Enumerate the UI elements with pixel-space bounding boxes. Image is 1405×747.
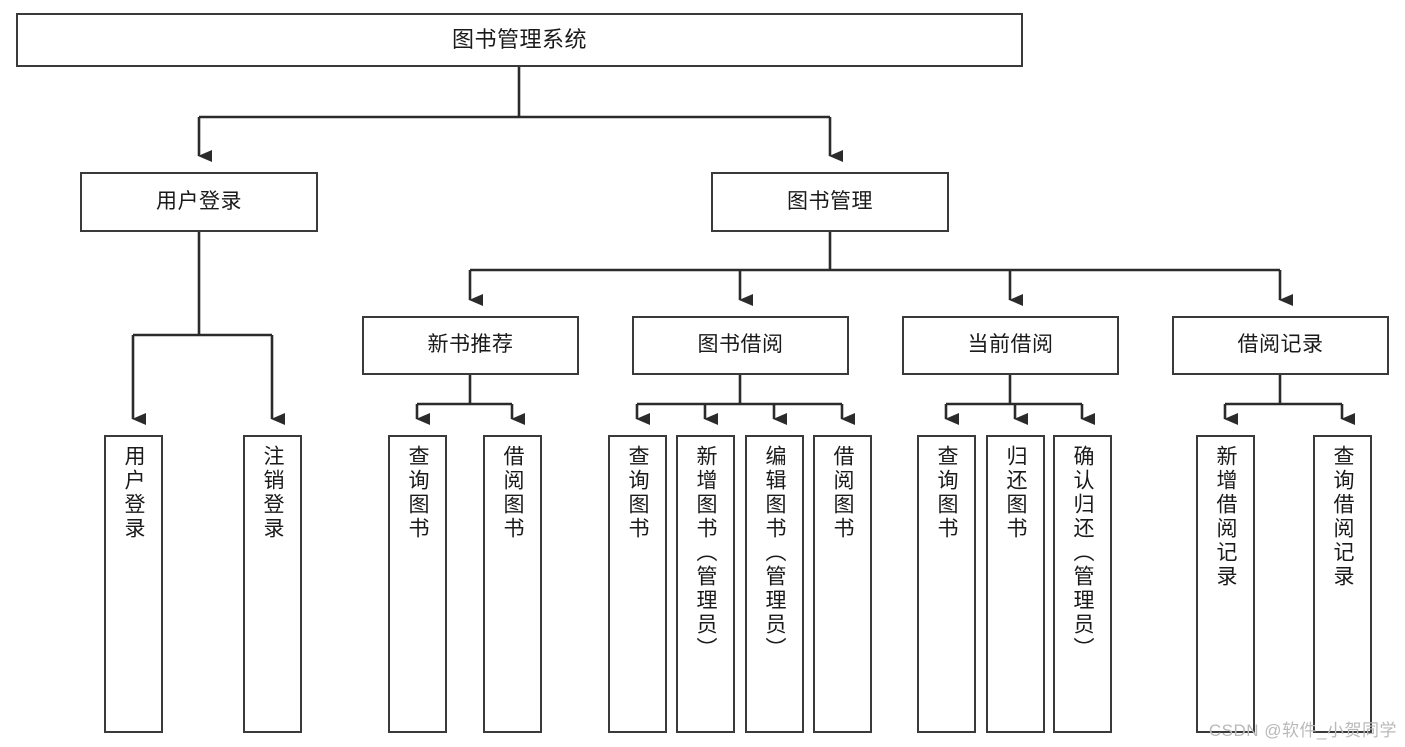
- node-user-login[interactable]: 用户登录: [80, 172, 318, 232]
- leaf-add-borrow-record[interactable]: 新增借阅记录: [1196, 435, 1255, 733]
- leaf-edit-book-admin[interactable]: 编辑图书（管理员）: [745, 435, 804, 733]
- node-label: 新增图书（管理员）: [694, 445, 717, 661]
- node-label: 新增借阅记录: [1214, 445, 1237, 589]
- node-label: 图书借阅: [697, 333, 784, 357]
- node-label: 查询借阅记录: [1331, 445, 1354, 589]
- node-new-book-recommendation[interactable]: 新书推荐: [362, 316, 579, 375]
- node-label: 用户登录: [122, 445, 145, 541]
- node-label: 查询图书: [626, 445, 649, 541]
- leaf-user-login[interactable]: 用户登录: [104, 435, 163, 733]
- leaf-query-book-current[interactable]: 查询图书: [917, 435, 976, 733]
- node-label: 归还图书: [1004, 445, 1027, 541]
- node-label: 用户登录: [156, 189, 242, 213]
- node-borrowing-record[interactable]: 借阅记录: [1172, 316, 1389, 375]
- leaf-borrow-book-new[interactable]: 借阅图书: [483, 435, 542, 733]
- node-label: 注销登录: [261, 445, 284, 541]
- node-label: 新书推荐: [427, 333, 514, 357]
- node-label: 编辑图书（管理员）: [763, 445, 786, 661]
- node-label: 当前借阅: [967, 333, 1054, 357]
- leaf-return-book[interactable]: 归还图书: [986, 435, 1045, 733]
- leaf-borrow-book[interactable]: 借阅图书: [813, 435, 872, 733]
- leaf-query-book-new[interactable]: 查询图书: [388, 435, 447, 733]
- node-label: 查询图书: [935, 445, 958, 541]
- watermark: CSDN @软件_小贺同学: [1208, 721, 1397, 740]
- node-label: 借阅记录: [1237, 333, 1324, 357]
- node-label: 查询图书: [406, 445, 429, 541]
- node-book-management[interactable]: 图书管理: [711, 172, 949, 232]
- node-current-borrowing[interactable]: 当前借阅: [902, 316, 1119, 375]
- node-label: 借阅图书: [501, 445, 524, 541]
- leaf-logout[interactable]: 注销登录: [243, 435, 302, 733]
- node-label: 图书管理: [787, 189, 873, 213]
- leaf-query-borrow-record[interactable]: 查询借阅记录: [1313, 435, 1372, 733]
- node-root-book-management-system[interactable]: 图书管理系统: [16, 13, 1023, 67]
- leaf-add-book-admin[interactable]: 新增图书（管理员）: [676, 435, 735, 733]
- leaf-query-book-borrow[interactable]: 查询图书: [608, 435, 667, 733]
- leaf-confirm-return-admin[interactable]: 确认归还（管理员）: [1053, 435, 1112, 733]
- node-book-borrowing[interactable]: 图书借阅: [632, 316, 849, 375]
- node-label: 借阅图书: [831, 445, 854, 541]
- node-label: 确认归还（管理员）: [1071, 445, 1094, 661]
- node-label: 图书管理系统: [451, 27, 587, 53]
